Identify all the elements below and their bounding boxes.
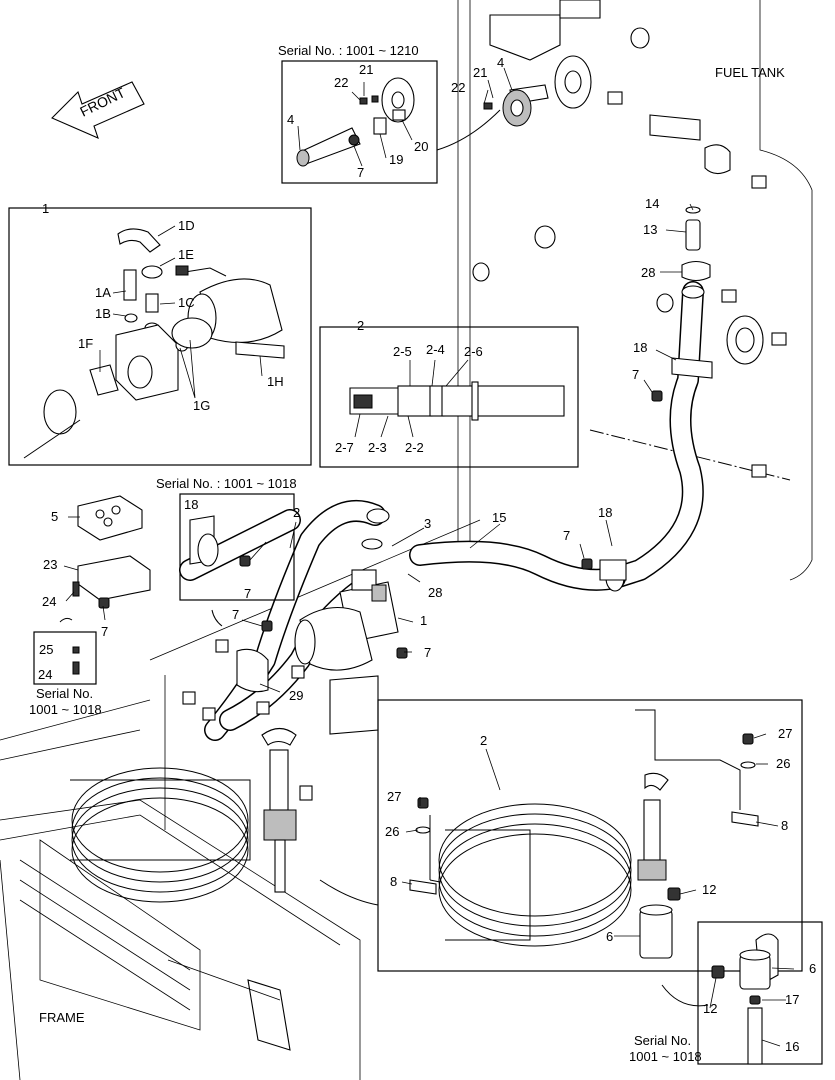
pointer-arrow <box>319 879 379 906</box>
inset-serial-1001-1018-bolts: Serial No. 1001 ~ 1018 <box>29 617 102 717</box>
callout-22: 22 <box>334 75 348 90</box>
callout-1D: 1D <box>178 218 195 233</box>
leader-lines <box>63 67 795 1047</box>
callout-13: 13 <box>643 222 657 237</box>
callout-2-4: 2-4 <box>426 342 445 357</box>
callout-3: 3 <box>424 516 431 531</box>
callout-1A: 1A <box>95 285 111 300</box>
callout-27: 27 <box>387 789 401 804</box>
callout-8: 8 <box>781 818 788 833</box>
callout-2: 2 <box>480 733 487 748</box>
inset-serial-1001-1018-bracket: Serial No. : 1001 ~ 1018 <box>156 476 301 627</box>
callout-7: 7 <box>357 165 364 180</box>
callout-2-6: 2-6 <box>464 344 483 359</box>
callout-26: 26 <box>385 824 399 839</box>
callout-7: 7 <box>563 528 570 543</box>
callout-1B: 1B <box>95 306 111 321</box>
callout-2-7: 2-7 <box>335 440 354 455</box>
inset-serial-1001-1018-filter: Serial No. 1001 ~ 1018 <box>629 921 823 1065</box>
inset-1-fuel-pump-exploded <box>8 207 312 466</box>
callout-1G: 1G <box>193 398 210 413</box>
callout-7: 7 <box>101 624 108 639</box>
callout-21: 21 <box>359 62 373 77</box>
callout-27: 27 <box>778 726 792 741</box>
callout-5: 5 <box>51 509 58 524</box>
callout-1: 1 <box>42 201 49 216</box>
callout-7: 7 <box>424 645 431 660</box>
callout-2: 2 <box>293 505 300 520</box>
serial-range-2: 1001 ~ 1018 <box>29 702 102 717</box>
callout-28: 28 <box>428 585 442 600</box>
callout-12: 12 <box>703 1001 717 1016</box>
callout-12: 12 <box>702 882 716 897</box>
callout-29: 29 <box>289 688 303 703</box>
frame-label: FRAME <box>39 1010 85 1025</box>
callout-20: 20 <box>414 139 428 154</box>
main-assembly <box>0 499 627 1080</box>
callout-17: 17 <box>785 992 799 1007</box>
callout-15: 15 <box>492 510 506 525</box>
front-arrow: FRONT <box>51 81 145 139</box>
serial-caption: Serial No. : 1001 ~ 1210 <box>278 43 419 58</box>
fuel-tank-outline <box>457 0 813 581</box>
callout-7: 7 <box>232 607 239 622</box>
callout-2-3: 2-3 <box>368 440 387 455</box>
callout-21: 21 <box>473 65 487 80</box>
inset-coil-filter-detail <box>377 699 803 972</box>
callout-6: 6 <box>809 961 816 976</box>
relay-box-and-bracket <box>72 495 151 609</box>
callout-26: 26 <box>776 756 790 771</box>
callout-18: 18 <box>184 497 198 512</box>
callout-2: 2 <box>357 318 364 333</box>
serial-caption-1018: Serial No. : 1001 ~ 1018 <box>156 476 297 491</box>
inset-2-hose-assembly <box>319 326 579 468</box>
callout-23: 23 <box>43 557 57 572</box>
callout-18: 18 <box>598 505 612 520</box>
callout-22: 22 <box>451 80 465 95</box>
callout-28: 28 <box>641 265 655 280</box>
callout-14: 14 <box>645 196 659 211</box>
callout-1E: 1E <box>178 247 194 262</box>
callout-24: 24 <box>42 594 56 609</box>
fuel-sender-unit <box>483 84 549 127</box>
callout-4: 4 <box>497 55 504 70</box>
callout-16: 16 <box>785 1039 799 1054</box>
callout-1: 1 <box>420 613 427 628</box>
callout-18: 18 <box>633 340 647 355</box>
serial-range-3: 1001 ~ 1018 <box>629 1049 702 1064</box>
callout-19: 19 <box>389 152 403 167</box>
serial-caption-2: Serial No. <box>36 686 93 701</box>
callout-1F: 1F <box>78 336 93 351</box>
callout-1H: 1H <box>267 374 284 389</box>
callout-7: 7 <box>244 586 251 601</box>
callout-6: 6 <box>606 929 613 944</box>
serial-caption-3: Serial No. <box>634 1033 691 1048</box>
inset-serial-1001-1210: Serial No. : 1001 ~ 1210 <box>278 43 501 184</box>
callout-2-2: 2-2 <box>405 440 424 455</box>
callout-8: 8 <box>390 874 397 889</box>
callout-4: 4 <box>287 112 294 127</box>
callout-2-5: 2-5 <box>393 344 412 359</box>
callout-1C: 1C <box>178 295 195 310</box>
callout-7: 7 <box>632 367 639 382</box>
tank-return-pipe <box>604 206 713 589</box>
callout-labels: FUEL TANK FRAME 22 21 4 14 13 28 18 7 21… <box>38 55 816 1054</box>
callout-25: 25 <box>39 642 53 657</box>
fuel-tank-label: FUEL TANK <box>715 65 785 80</box>
callout-24: 24 <box>38 667 52 682</box>
